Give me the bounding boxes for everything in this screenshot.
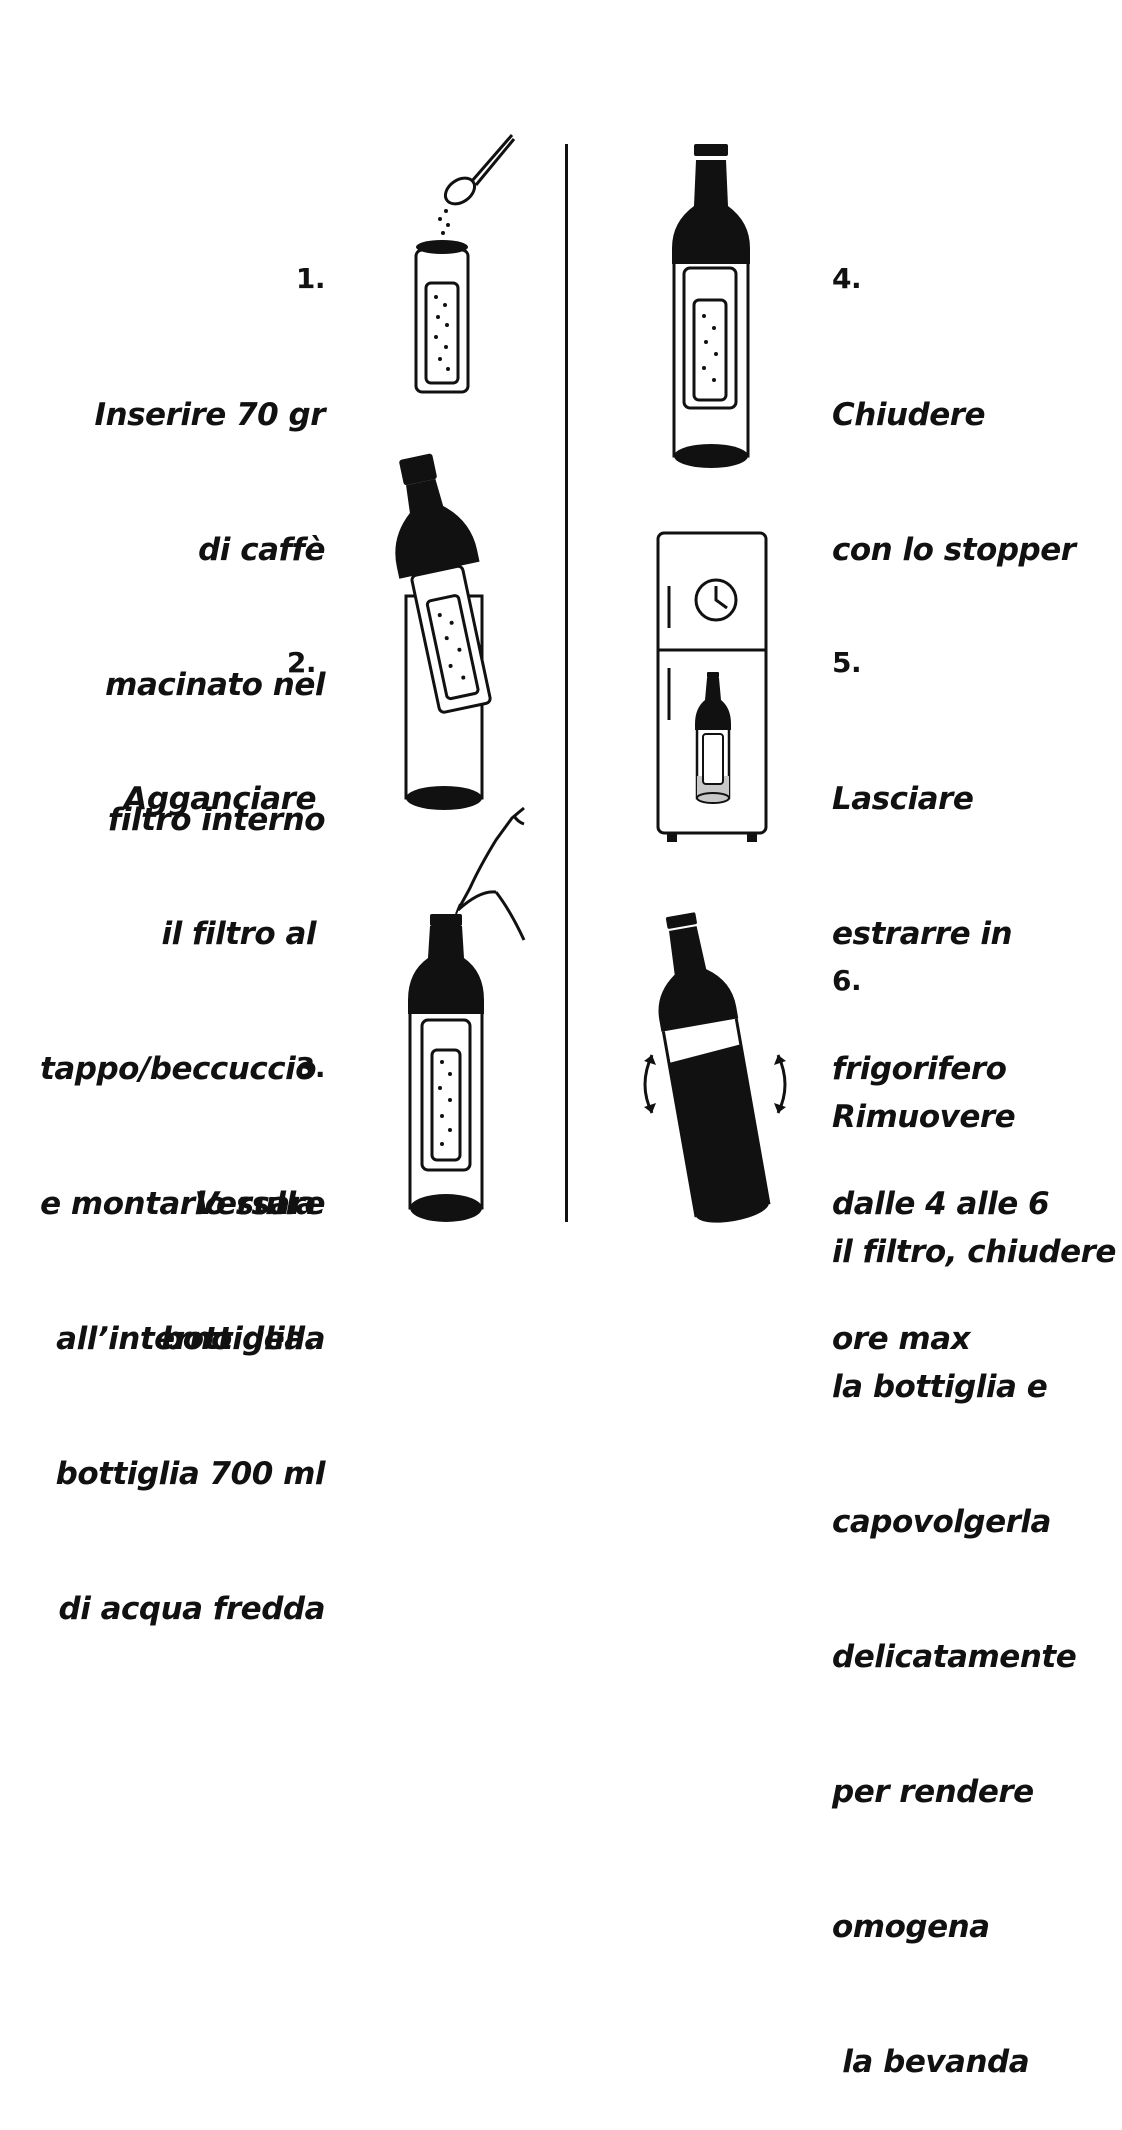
fridge-clock-icon xyxy=(656,531,768,842)
step-3-text: 3. Versare all’interno della bottiglia 7… xyxy=(55,955,326,1677)
step-5-line-2: estrarre in xyxy=(832,916,1013,952)
closed-bottle-icon xyxy=(672,144,750,468)
step-6-line-3: la bottiglia e xyxy=(832,1369,1048,1405)
step-5-number: 5. xyxy=(832,646,862,679)
step-6-line-5: delicatamente xyxy=(832,1639,1077,1675)
step-1-line-3: macinato nel xyxy=(105,667,325,703)
step-2-line-5: bottiglia. xyxy=(161,1321,316,1357)
step-5-line-1: Lasciare xyxy=(832,781,974,817)
step-4-text: 4. Chiudere con lo stopper xyxy=(832,166,1076,618)
step-6-line-7: omogena xyxy=(832,1909,990,1945)
step-6-line-2: il filtro, chiudere xyxy=(832,1234,1116,1270)
bottle-filter-into-glass-icon xyxy=(395,453,492,810)
step-6-text: 6. Rimuovere il filtro, chiudere la bott… xyxy=(832,868,1116,2130)
step-6-line-4: capovolgerla xyxy=(832,1504,1051,1540)
step-2-line-4: e montarlo sulla xyxy=(40,1186,316,1222)
step-6-line-8: la bevanda xyxy=(832,2044,1030,2080)
step-6-line-6: per rendere xyxy=(832,1774,1034,1810)
step-2-text: 2. Agganciare il filtro al tappo/beccucc… xyxy=(40,550,316,1407)
step-1-text: 1. Inserire 70 gr di caffè macinato nel … xyxy=(94,166,325,888)
step-3-line-2: all’interno della xyxy=(56,1321,325,1357)
step-6-line-1: Rimuovere xyxy=(832,1099,1016,1135)
step-4-line-2: con lo stopper xyxy=(832,532,1076,568)
step-5-text: 5. Lasciare estrarre in frigorifero dall… xyxy=(832,550,1050,1407)
step-5-line-3: frigorifero xyxy=(832,1051,1007,1087)
step-3-number: 3. xyxy=(295,1051,326,1084)
step-3-line-4: di acqua fredda xyxy=(58,1591,326,1627)
step-2-line-1: Agganciare xyxy=(123,781,316,817)
step-5-line-4: dalle 4 alle 6 xyxy=(832,1186,1050,1222)
step-2-number: 2. xyxy=(286,646,317,679)
step-5-line-5: ore max xyxy=(832,1321,971,1357)
step-1-line-2: di caffè xyxy=(198,532,325,568)
step-4-line-1: Chiudere xyxy=(832,397,986,433)
step-3-line-1: Versare xyxy=(194,1186,326,1222)
step-4-number: 4. xyxy=(832,262,862,295)
step-1-line-1: Inserire 70 gr xyxy=(94,397,325,433)
spoon-with-filter-icon xyxy=(414,134,516,394)
step-1-line-4: filtro interno xyxy=(107,802,326,838)
step-1-number: 1. xyxy=(295,262,326,295)
tilted-bottle-icon xyxy=(643,912,787,1223)
step-6-number: 6. xyxy=(832,964,862,997)
pouring-water-icon xyxy=(408,806,526,1222)
step-2-line-2: il filtro al xyxy=(161,916,316,952)
step-3-line-3: bottiglia 700 ml xyxy=(55,1456,326,1492)
step-2-line-3: tappo/beccuccio xyxy=(40,1051,316,1087)
center-divider xyxy=(565,144,568,1222)
